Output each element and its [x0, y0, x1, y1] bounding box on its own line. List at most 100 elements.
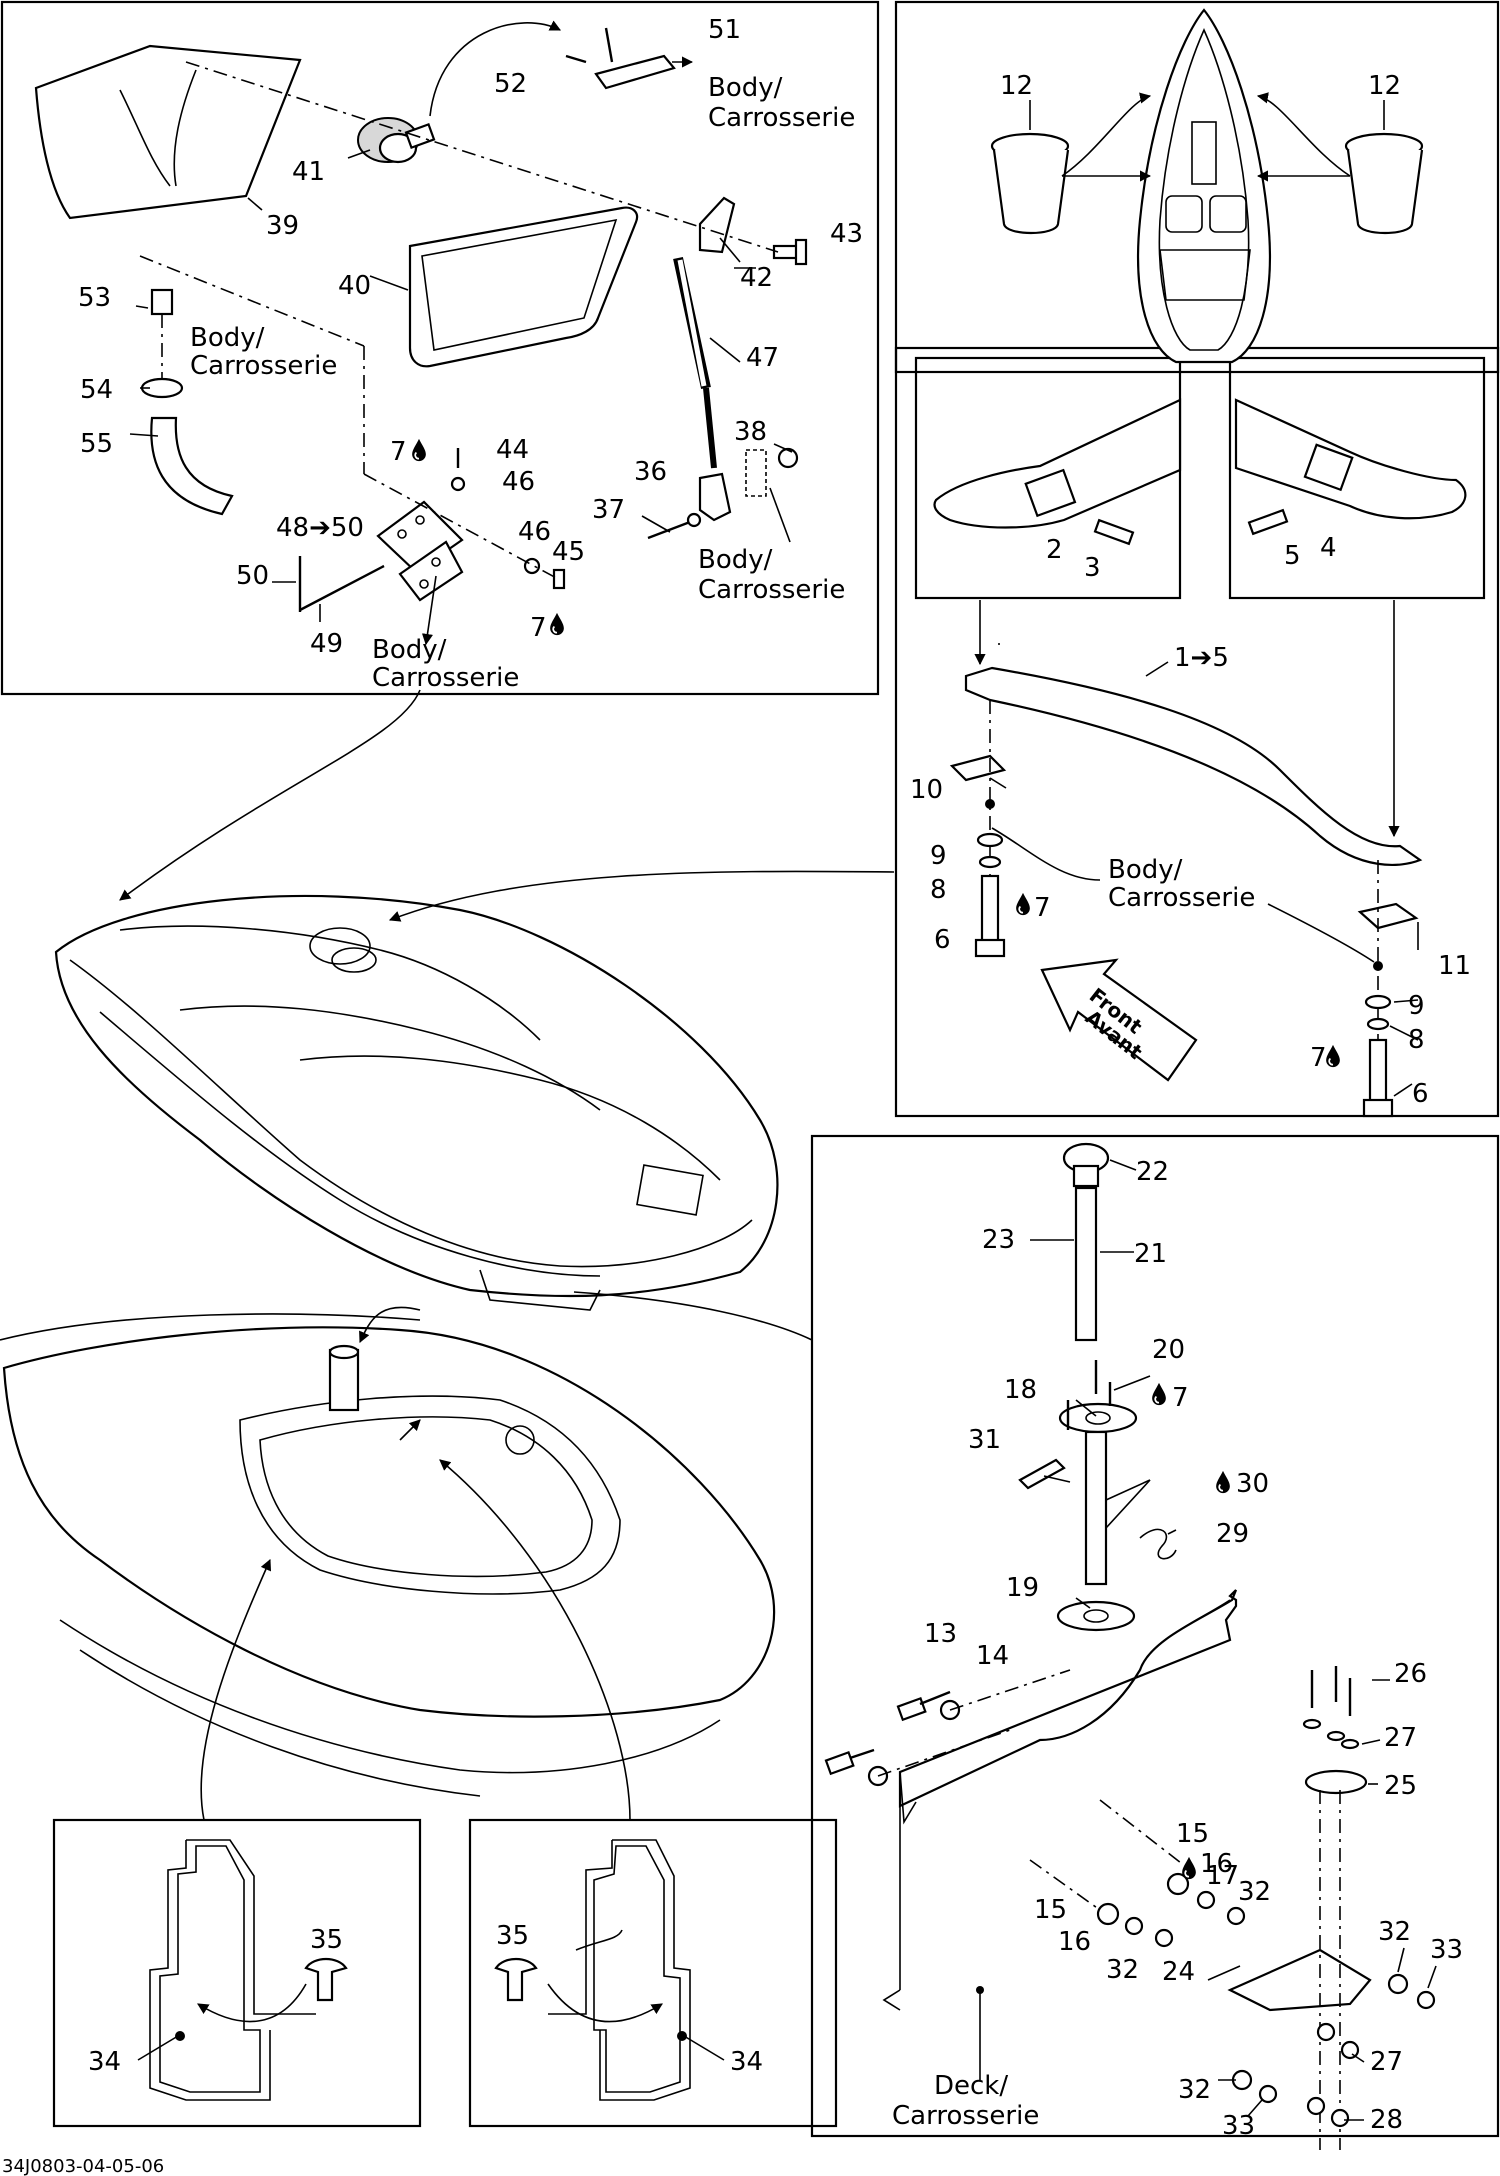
callout-35-left: 35	[310, 1925, 343, 1955]
callout-15-a: 15	[1176, 1819, 1209, 1849]
callout-24: 24	[1162, 1957, 1195, 1987]
callout-8-right: 8	[1408, 1025, 1425, 1055]
callout-50: 50	[236, 561, 269, 591]
body-label-hood-1b: Carrosserie	[708, 103, 855, 133]
callout-32-b: 32	[1378, 1917, 1411, 1947]
callout-27-bottom: 27	[1370, 2047, 1403, 2077]
droplet-icon	[549, 612, 565, 636]
callout-26: 26	[1394, 1659, 1427, 1689]
callout-7-hood-a: 7	[390, 437, 407, 467]
callout-41: 41	[292, 157, 325, 187]
callout-44: 44	[496, 435, 529, 465]
callout-16-a: 16	[1200, 1849, 1233, 1879]
callout-23: 23	[982, 1225, 1015, 1255]
panel-detail-right	[468, 1818, 838, 2128]
callout-39: 39	[266, 211, 299, 241]
callout-6-left: 6	[934, 925, 951, 955]
callout-9-left: 9	[930, 841, 947, 871]
body-label-hood-2a: Body/	[190, 323, 265, 353]
callout-17: 17	[1206, 1861, 1239, 1891]
callout-47: 47	[746, 343, 779, 373]
callout-9-right: 9	[1408, 991, 1425, 1021]
callout-29: 29	[1216, 1519, 1249, 1549]
callout-40: 40	[338, 271, 371, 301]
callout-12-left: 12	[1000, 71, 1033, 101]
diagram-code: 34J0803-04-05-06	[2, 2156, 164, 2176]
callout-30: 30	[1236, 1469, 1269, 1499]
body-label-grab-a: Body/	[1108, 855, 1183, 885]
callout-33-b: 33	[1222, 2111, 1255, 2141]
callout-18: 18	[1004, 1375, 1037, 1405]
callout-51: 51	[708, 15, 741, 45]
body-label-hood-3a: Body/	[698, 545, 773, 575]
hood-parts	[34, 20, 808, 646]
callout-20: 20	[1152, 1335, 1185, 1365]
callout-35-right: 35	[496, 1921, 529, 1951]
droplet-icon	[1181, 1856, 1197, 1880]
inset-grab-rear	[1228, 356, 1486, 600]
callout-7-grab-right: 7	[1310, 1043, 1327, 1073]
callout-32-a: 32	[1238, 1877, 1271, 1907]
deck-label-b: Carrosserie	[892, 2101, 1039, 2131]
callout-1-to-5: 1➔5	[1174, 643, 1229, 673]
body-label-hood-4b: Carrosserie	[372, 663, 519, 693]
callout-31: 31	[968, 1425, 1001, 1455]
callout-16-b: 16	[1058, 1927, 1091, 1957]
callout-11: 11	[1438, 951, 1471, 981]
callout-14: 14	[976, 1641, 1009, 1671]
callout-28: 28	[1370, 2105, 1403, 2135]
callout-12-right: 12	[1368, 71, 1401, 101]
callout-53: 53	[78, 283, 111, 313]
callout-15-b: 15	[1034, 1895, 1067, 1925]
cup-holder-drawing	[990, 8, 1424, 364]
callout-22: 22	[1136, 1157, 1169, 1187]
detail-right-drawing	[494, 1839, 725, 2101]
panel-detail-left	[52, 1818, 422, 2128]
callout-46-b: 46	[518, 517, 551, 547]
callout-46-a: 46	[502, 467, 535, 497]
body-label-hood-2b: Carrosserie	[190, 351, 337, 381]
droplet-icon	[1015, 892, 1031, 916]
detail-left-drawing	[137, 1839, 348, 2101]
callout-34-right: 34	[730, 2047, 763, 2077]
deck-view	[0, 1291, 813, 1821]
callout-45: 45	[552, 537, 585, 567]
boat-iso-view	[54, 689, 895, 1311]
panel-table-post	[810, 1134, 1500, 2138]
body-label-grab-b: Carrosserie	[1108, 883, 1255, 913]
droplet-icon	[1151, 1382, 1167, 1406]
callout-21: 21	[1134, 1239, 1167, 1269]
inset-grab-front	[914, 356, 1182, 600]
callout-42: 42	[740, 263, 773, 293]
callout-48-to-50: 48➔50	[276, 513, 364, 543]
callout-38: 38	[734, 417, 767, 447]
droplet-icon	[1215, 1470, 1231, 1494]
callout-4: 4	[1320, 533, 1337, 563]
body-label-hood-4a: Body/	[372, 635, 447, 665]
callout-7-grab-left: 7	[1034, 893, 1051, 923]
callout-43: 43	[830, 219, 863, 249]
callout-8-left: 8	[930, 875, 947, 905]
callout-2: 2	[1046, 535, 1063, 565]
table-post-drawing	[824, 1142, 1437, 2150]
grab-handle-drawing	[933, 398, 1467, 1118]
callout-52: 52	[494, 69, 527, 99]
panel-cup-holders	[894, 0, 1500, 374]
callout-10: 10	[910, 775, 943, 805]
callout-37: 37	[592, 495, 625, 525]
callout-19: 19	[1006, 1573, 1039, 1603]
panel-hood	[0, 0, 880, 696]
droplet-icon	[411, 438, 427, 462]
callout-3: 3	[1084, 553, 1101, 583]
callout-13: 13	[924, 1619, 957, 1649]
callout-7-post: 7	[1172, 1383, 1189, 1413]
body-label-hood-3b: Carrosserie	[698, 575, 845, 605]
callout-36: 36	[634, 457, 667, 487]
callout-32-c: 32	[1106, 1955, 1139, 1985]
body-label-hood-1a: Body/	[708, 73, 783, 103]
callout-7-hood-b: 7	[530, 613, 547, 643]
callout-6-right: 6	[1412, 1079, 1429, 1109]
callout-49: 49	[310, 629, 343, 659]
callout-54: 54	[80, 375, 113, 405]
